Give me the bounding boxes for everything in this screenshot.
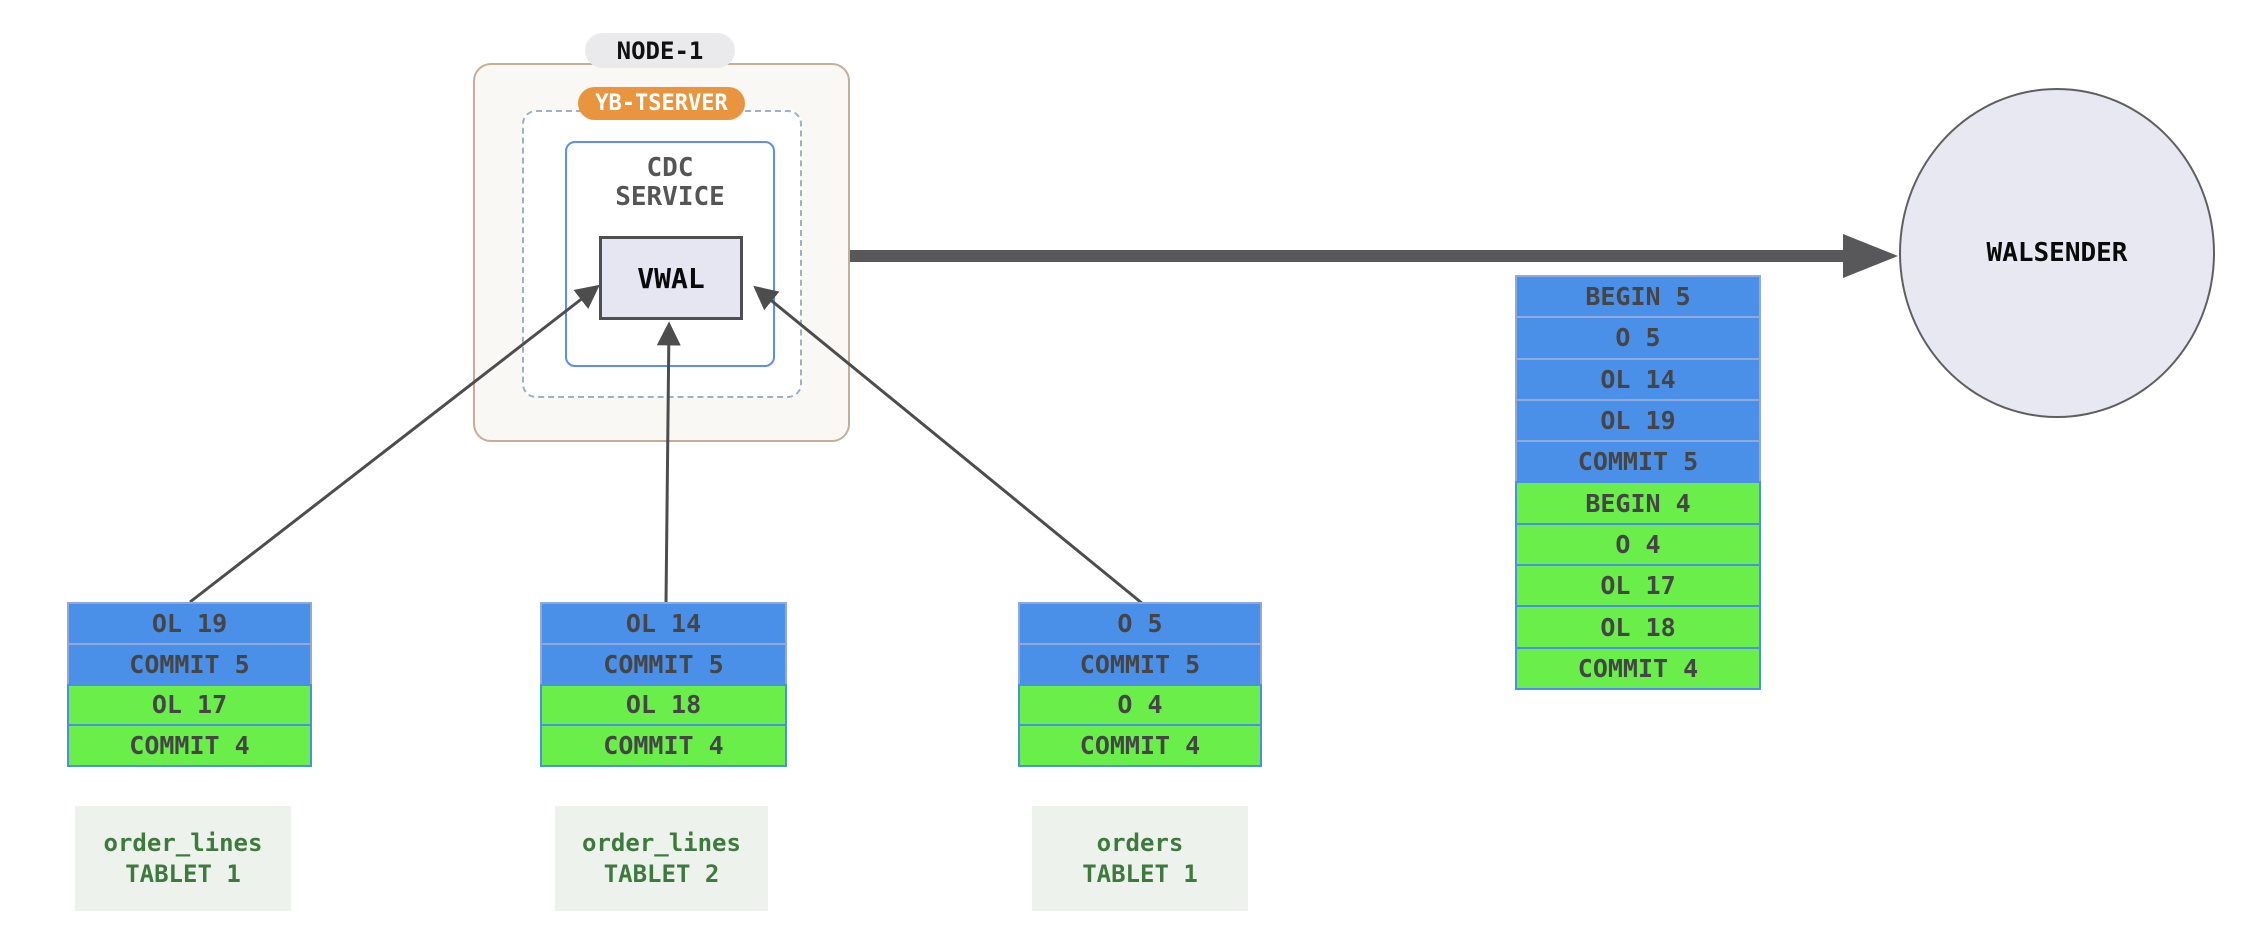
yb-tserver-pill: YB-TSERVER (578, 87, 745, 120)
tablet2-tablet-number: TABLET 2 (603, 859, 720, 888)
merged-stream-stack: BEGIN 5 O 5 OL 14 OL 19 COMMIT 5 BEGIN 4… (1515, 275, 1761, 690)
node-title-pill: NODE-1 (585, 33, 735, 68)
merged-record-row: COMMIT 4 (1515, 646, 1761, 690)
tablet3-record-row: COMMIT 4 (1018, 724, 1262, 767)
merged-record-row: COMMIT 5 (1515, 440, 1761, 484)
merged-record-row: O 4 (1515, 522, 1761, 567)
tablet1-label: order_lines TABLET 1 (75, 806, 291, 911)
tablet2-record-row: OL 18 (540, 683, 787, 727)
tablet1-record-row: OL 17 (67, 683, 312, 727)
cdc-service-label-line2: SERVICE (615, 182, 725, 212)
merged-record-row: OL 19 (1515, 398, 1761, 443)
vwal-label: VWAL (637, 261, 705, 295)
walsender-label: WALSENDER (1986, 238, 2128, 268)
tablet1-stack: OL 19 COMMIT 5 OL 17 COMMIT 4 (67, 602, 312, 767)
merged-record-row: BEGIN 4 (1515, 481, 1761, 525)
merged-record-row: OL 17 (1515, 564, 1761, 608)
tablet3-record-row: O 5 (1018, 602, 1262, 645)
tablet3-stack: O 5 COMMIT 5 O 4 COMMIT 4 (1018, 602, 1262, 767)
tablet2-record-row: OL 14 (540, 602, 787, 645)
tablet2-record-row: COMMIT 4 (540, 724, 787, 767)
merged-record-row: OL 14 (1515, 357, 1761, 401)
tablet3-label: orders TABLET 1 (1032, 806, 1248, 911)
tablet2-record-row: COMMIT 5 (540, 642, 787, 686)
tablet3-table-name: orders (1096, 828, 1184, 857)
tablet1-record-row: COMMIT 4 (67, 724, 312, 767)
cdc-service-label-line1: CDC (646, 153, 694, 183)
merged-record-row: BEGIN 5 (1515, 275, 1761, 319)
tablet2-label: order_lines TABLET 2 (555, 806, 768, 911)
tablet2-stack: OL 14 COMMIT 5 OL 18 COMMIT 4 (540, 602, 787, 767)
tablet1-table-name: order_lines (103, 828, 263, 857)
tablet3-record-row: O 4 (1018, 683, 1262, 727)
merged-record-row: O 5 (1515, 316, 1761, 360)
vwal-box: VWAL (599, 236, 743, 320)
tablet1-record-row: OL 19 (67, 602, 312, 645)
tablet3-record-row: COMMIT 5 (1018, 642, 1262, 686)
walsender-circle: WALSENDER (1899, 88, 2215, 418)
merged-record-row: OL 18 (1515, 605, 1761, 649)
tablet3-tablet-number: TABLET 1 (1082, 859, 1198, 888)
vwal-to-walsender-arrowhead (1843, 234, 1898, 278)
tablet1-record-row: COMMIT 5 (67, 642, 312, 686)
cdc-service-label: CDC SERVICE (567, 143, 773, 212)
tablet2-table-name: order_lines (582, 828, 741, 857)
tablet1-tablet-number: TABLET 1 (125, 859, 241, 888)
